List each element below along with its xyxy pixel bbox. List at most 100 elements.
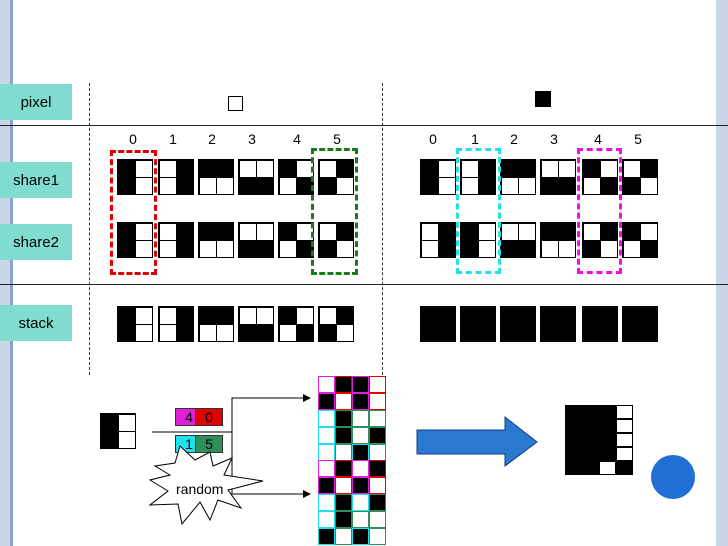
share2-left-tile-2 — [198, 222, 234, 258]
stack-right-tile-1 — [460, 306, 496, 342]
share1-right-tile-0-cell — [438, 177, 456, 195]
black-pixel-icon — [535, 91, 551, 107]
share1-left-tile-3-cell — [239, 160, 257, 178]
share1-right-tile-3 — [540, 159, 576, 195]
matrix-bottom-cell — [335, 477, 352, 494]
matrix-top-cell — [335, 376, 352, 393]
index-right-5: 5 — [634, 131, 642, 147]
result-cell — [565, 461, 582, 475]
index-right-1: 1 — [471, 131, 479, 147]
stack-left-tile-5-cell — [336, 324, 354, 342]
share1-left-tile-3-cell — [256, 160, 274, 178]
random-label: random — [176, 481, 224, 497]
index-left-4: 4 — [293, 131, 301, 147]
result-cell — [599, 447, 616, 461]
big-arrow-icon — [416, 415, 538, 467]
share2-right-tile-0 — [420, 222, 456, 258]
share1-right-tile-3-cell — [558, 160, 576, 178]
matrix-top-cell — [318, 410, 335, 427]
stack-left-tile-4-cell — [279, 324, 297, 342]
index-left-3: 3 — [248, 131, 256, 147]
index-left-0: 0 — [129, 131, 137, 147]
index-right-3: 3 — [550, 131, 558, 147]
share1-left-tile-1 — [158, 159, 194, 195]
share2-left-tile-3-cell — [239, 240, 257, 258]
share2-left-tile-2-cell — [216, 223, 234, 241]
result-cell — [599, 461, 616, 475]
stack-left-tile-2-cell — [199, 307, 217, 325]
share2-right-tile-5-cell — [623, 223, 641, 241]
share2-right-tile-4 — [582, 222, 618, 258]
share1-left-tile-4 — [278, 159, 314, 195]
stack-left-tile-5-cell — [319, 307, 337, 325]
share2-left-tile-3-cell — [256, 240, 274, 258]
share1-right-tile-5-cell — [623, 177, 641, 195]
sample-pattern-tile — [100, 413, 136, 449]
matrix-bottom-cell — [369, 528, 386, 545]
share2-right-tile-3-cell — [558, 223, 576, 241]
share2-right-tile-4-cell — [600, 240, 618, 258]
matrix-top-cell — [369, 376, 386, 393]
result-cell — [582, 447, 599, 461]
white-pixel-icon — [228, 96, 243, 111]
matrix-top-cell — [335, 427, 352, 444]
matrix-top-cell — [352, 444, 369, 461]
share1-left-tile-3 — [238, 159, 274, 195]
share1-right-tile-2-cell — [518, 177, 536, 195]
index-left-5: 5 — [333, 131, 341, 147]
stack-left-tile-0-cell — [135, 307, 153, 325]
right-stripe — [716, 0, 728, 546]
matrix-bottom-cell — [352, 460, 369, 477]
result-cell — [565, 447, 582, 461]
share1-right-tile-1 — [460, 159, 496, 195]
index-right-4: 4 — [594, 131, 602, 147]
matrix-top-cell — [318, 376, 335, 393]
share1-left-tile-1-cell — [176, 177, 194, 195]
share2-left-tile-3 — [238, 222, 274, 258]
separator-top — [0, 125, 728, 126]
matrix-bottom-cell — [352, 528, 369, 545]
share1-left-tile-4-cell — [279, 177, 297, 195]
share1-right-tile-2-cell — [501, 177, 519, 195]
share1-left-tile-2 — [198, 159, 234, 195]
divider-middle — [382, 83, 383, 375]
stack-right-tile-4 — [582, 306, 618, 342]
share1-left-tile-4-cell — [279, 160, 297, 178]
matrix-top-cell — [369, 410, 386, 427]
share1-left-tile-1-cell — [176, 160, 194, 178]
share2-right-tile-3-cell — [558, 240, 576, 258]
matrix-top-cell — [318, 393, 335, 410]
share1-right-tile-0-cell — [421, 177, 439, 195]
share2-right-tile-3-cell — [541, 223, 559, 241]
share2-right-tile-3 — [540, 222, 576, 258]
result-cell — [616, 433, 633, 447]
matrix-top-cell — [352, 376, 369, 393]
share2-right-tile-2 — [500, 222, 536, 258]
matrix-bottom-cell — [335, 511, 352, 528]
result-cell — [616, 461, 633, 475]
highlight-cyan — [456, 148, 501, 274]
matrix-bottom-cell — [352, 511, 369, 528]
label-share1: share1 — [0, 162, 72, 198]
matrix-bottom-cell — [318, 460, 335, 477]
share2-right-tile-1 — [460, 222, 496, 258]
stack-left-tile-5-cell — [319, 324, 337, 342]
stack-left-tile-2 — [198, 306, 234, 342]
result-cell — [582, 461, 599, 475]
stack-left-tile-1-cell — [176, 307, 194, 325]
share2-right-tile-0-cell — [438, 223, 456, 241]
share2-right-tile-0-cell — [438, 240, 456, 258]
label-share2: share2 — [0, 224, 72, 260]
index-right-2: 2 — [510, 131, 518, 147]
stack-right-tile-3 — [540, 306, 576, 342]
stack-left-tile-2-cell — [216, 324, 234, 342]
share2-right-tile-5-cell — [623, 240, 641, 258]
share2-left-tile-1-cell — [176, 223, 194, 241]
stack-left-tile-4 — [278, 306, 314, 342]
divider-left — [89, 83, 90, 375]
share1-left-tile-3-cell — [256, 177, 274, 195]
share1-left-tile-1-cell — [159, 160, 177, 178]
share1-right-tile-3-cell — [541, 177, 559, 195]
result-cell — [582, 405, 599, 419]
stack-right-tile-5 — [622, 306, 658, 342]
